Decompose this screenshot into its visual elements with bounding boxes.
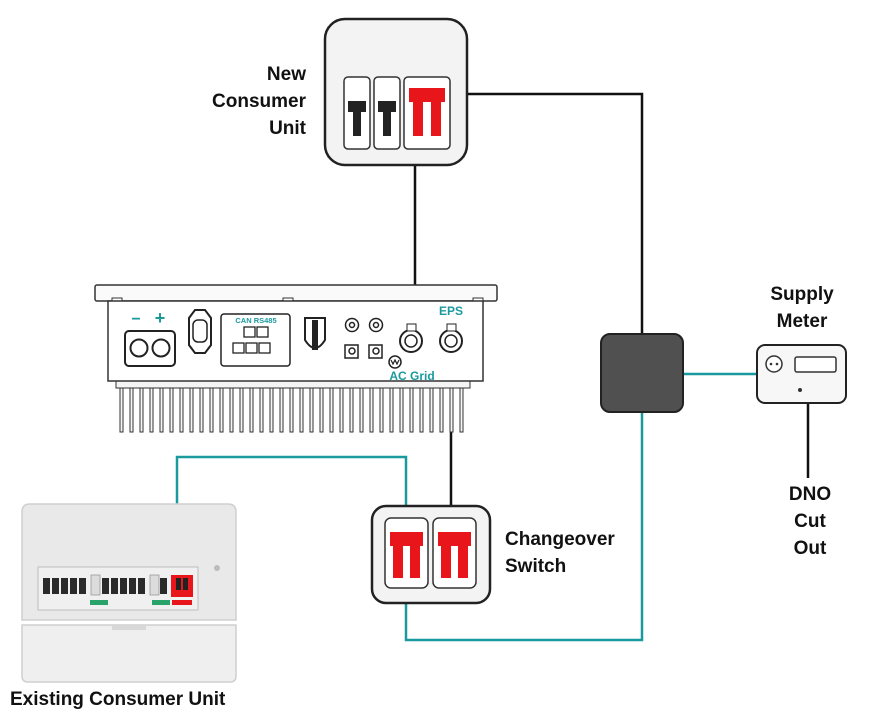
breaker-dark-icon [348,101,366,136]
existing-consumer-unit [21,503,237,683]
new-consumer-unit-label: New Consumer Unit [212,64,306,139]
cable-gland-icon [344,317,384,359]
breaker-red-icon [438,532,471,578]
breaker-red-icon [390,532,423,578]
eps-label: EPS [439,304,463,318]
pv-connector-icon [188,309,212,354]
inverter: − + CAN RS485 AC Grid EPS [94,284,498,433]
comm-ports-label: CAN RS485 [235,316,276,325]
battery-terminal-icon [124,330,176,367]
breaker-dark-icon [378,101,396,136]
supply-meter [756,344,847,404]
isolator-box [600,333,684,413]
comm-ports-icon [220,313,291,367]
dc-switch-icon [304,317,326,350]
wire-changeover-to-isolator [404,412,644,642]
battery-plus-label: + [155,308,166,328]
ac-grid-port-icon [399,323,423,353]
breaker-red-icon [409,88,445,136]
battery-minus-label: − [131,311,140,328]
existing-consumer-unit-label: Existing Consumer Unit [10,689,226,710]
changeover-switch [370,504,492,605]
meter-dial-icon [765,355,783,373]
mcb-row [43,578,167,594]
dno-cut-out-label: DNO Cut Out [788,484,832,559]
supply-meter-label: Supply Meter [770,284,834,332]
earth-symbol-icon [388,355,402,369]
new-consumer-unit [323,17,469,167]
eps-port-icon [439,323,463,353]
changeover-switch-label: Changeover Switch [505,529,615,577]
wire-new-cu-to-isolator [466,92,644,334]
ac-grid-label: AC Grid [389,369,434,383]
meter-display-icon [794,356,837,373]
heatsink-fins [115,379,471,433]
